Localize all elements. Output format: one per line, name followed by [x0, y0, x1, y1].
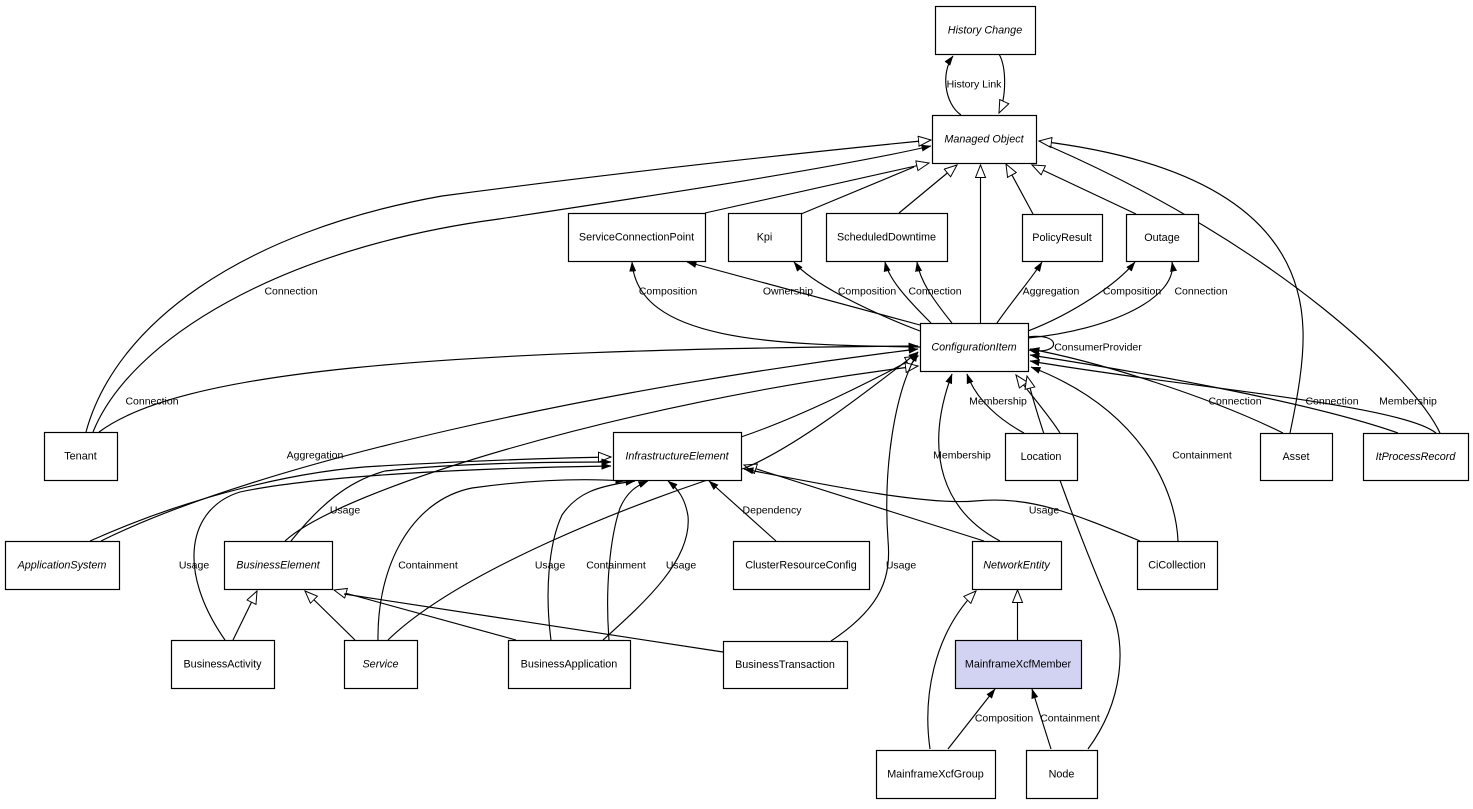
svg-text:Location: Location	[1021, 451, 1062, 463]
svg-text:ScheduledDowntime: ScheduledDowntime	[837, 232, 936, 244]
svg-text:BusinessTransaction: BusinessTransaction	[735, 659, 835, 671]
svg-text:Connection: Connection	[908, 286, 961, 298]
svg-text:ConsumerProvider: ConsumerProvider	[1054, 342, 1142, 354]
svg-text:Usage: Usage	[886, 560, 917, 572]
svg-text:Membership: Membership	[933, 450, 991, 462]
svg-text:Usage: Usage	[179, 560, 210, 572]
svg-text:Kpi: Kpi	[757, 232, 773, 244]
svg-text:BusinessApplication: BusinessApplication	[521, 659, 618, 671]
svg-text:Connection: Connection	[1174, 286, 1227, 298]
svg-text:ServiceConnectionPoint: ServiceConnectionPoint	[579, 232, 694, 244]
svg-text:Composition: Composition	[1103, 286, 1162, 298]
svg-text:Asset: Asset	[1282, 451, 1309, 463]
svg-text:ClusterResourceConfig: ClusterResourceConfig	[745, 560, 857, 572]
svg-text:BusinessActivity: BusinessActivity	[183, 659, 262, 671]
svg-text:Composition: Composition	[838, 286, 897, 298]
svg-text:Connection: Connection	[1305, 396, 1358, 408]
svg-text:Tenant: Tenant	[64, 451, 96, 463]
svg-text:Dependency: Dependency	[743, 505, 803, 517]
svg-text:Usage: Usage	[535, 560, 566, 572]
svg-text:Node: Node	[1049, 769, 1075, 781]
svg-text:ConfigurationItem: ConfigurationItem	[931, 342, 1016, 354]
svg-text:Connection: Connection	[125, 396, 178, 408]
svg-text:BusinessElement: BusinessElement	[236, 560, 320, 572]
svg-text:Membership: Membership	[1379, 396, 1437, 408]
svg-text:Service: Service	[362, 659, 398, 671]
svg-text:Usage: Usage	[1029, 505, 1060, 517]
svg-text:Aggregation: Aggregation	[1023, 286, 1080, 298]
svg-text:Usage: Usage	[666, 560, 697, 572]
svg-text:InfrastructureElement: InfrastructureElement	[625, 451, 729, 463]
svg-text:Ownership: Ownership	[763, 286, 813, 298]
svg-text:MainframeXcfGroup: MainframeXcfGroup	[887, 769, 984, 781]
svg-text:PolicyResult: PolicyResult	[1032, 232, 1091, 244]
svg-text:History Link: History Link	[947, 79, 1003, 91]
svg-text:History Change: History Change	[948, 25, 1022, 37]
svg-text:CiCollection: CiCollection	[1148, 560, 1206, 572]
svg-text:Containment: Containment	[1172, 450, 1232, 462]
svg-text:NetworkEntity: NetworkEntity	[983, 560, 1050, 572]
svg-text:Connection: Connection	[1208, 396, 1261, 408]
svg-text:Composition: Composition	[975, 713, 1034, 725]
svg-text:Containment: Containment	[586, 560, 646, 572]
svg-text:Managed Object: Managed Object	[944, 134, 1024, 146]
svg-text:Connection: Connection	[264, 286, 317, 298]
svg-text:Membership: Membership	[969, 396, 1027, 408]
svg-text:MainframeXcfMember: MainframeXcfMember	[965, 659, 1072, 671]
svg-text:ApplicationSystem: ApplicationSystem	[17, 560, 107, 572]
svg-text:Usage: Usage	[330, 505, 361, 517]
svg-text:Containment: Containment	[398, 560, 458, 572]
svg-text:Outage: Outage	[1144, 232, 1179, 244]
svg-text:Containment: Containment	[1040, 713, 1100, 725]
svg-text:ItProcessRecord: ItProcessRecord	[1376, 451, 1457, 463]
svg-text:Composition: Composition	[639, 286, 698, 298]
svg-text:Aggregation: Aggregation	[287, 450, 344, 462]
